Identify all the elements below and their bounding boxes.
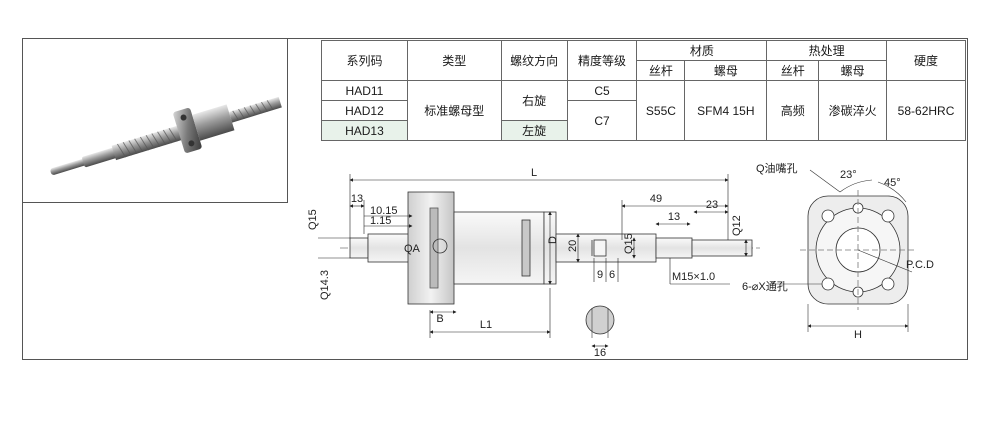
label-QA: QA	[404, 243, 421, 255]
cell-direction-left: 左旋	[500, 120, 568, 141]
label-pcd: P.C.D	[906, 259, 934, 271]
header-precision-grade: 精度等级	[566, 40, 638, 81]
spec-table: 系列码 类型 螺纹方向 精度等级 材质 热处理 硬度 丝杆 螺母 丝杆 螺母 H…	[321, 40, 966, 141]
header-series-code: 系列码	[321, 40, 408, 81]
side-view	[340, 191, 760, 305]
label-H: H	[854, 329, 862, 341]
cell-hardness-value: 58-62HRC	[886, 80, 966, 141]
label-1-15: 1.15	[370, 215, 391, 227]
header-thread-direction: 螺纹方向	[500, 40, 568, 81]
label-L: L	[531, 167, 537, 179]
label-13-top: 13	[351, 193, 363, 205]
label-49: 49	[650, 193, 662, 205]
label-23: 23	[706, 199, 718, 211]
row-code-had13: HAD13	[321, 120, 408, 141]
label-Q15-left: Q15	[307, 209, 319, 230]
label-9: 9	[597, 269, 603, 281]
label-oil-hole: Q油嘴孔	[756, 161, 798, 175]
label-10-15: 10.15	[370, 205, 398, 217]
section-view: 16	[585, 305, 615, 359]
cell-direction-right: 右旋	[500, 80, 568, 121]
cell-screw-heat: 高频	[766, 80, 820, 141]
label-20: 20	[567, 240, 579, 252]
cell-nut-material: SFM4 15H	[684, 80, 768, 141]
ball-screw-photo	[50, 96, 282, 175]
header-heat-nut: 螺母	[818, 60, 888, 81]
outer-frame	[22, 38, 968, 360]
dimension-lines	[318, 174, 748, 338]
label-16: 16	[594, 347, 606, 359]
header-type: 类型	[406, 40, 502, 81]
product-photo-box	[22, 38, 288, 203]
label-B: B	[436, 313, 443, 325]
cell-nut-heat: 渗碳淬火	[818, 80, 888, 141]
label-angle-45: 45°	[884, 177, 901, 189]
label-6: 6	[609, 269, 615, 281]
cell-type-value: 标准螺母型	[406, 80, 502, 141]
label-Q12: Q12	[731, 215, 743, 236]
label-angle-23: 23°	[840, 169, 857, 181]
header-hardness: 硬度	[886, 40, 966, 81]
label-D: D	[547, 236, 559, 244]
label-through-hole: 6-⌀X通孔	[742, 280, 788, 293]
label-M15: M15×1.0	[672, 271, 715, 283]
header-heat-treatment: 热处理	[766, 40, 888, 61]
row-code-had11: HAD11	[321, 80, 408, 101]
end-view-labels: Q油嘴孔 23° 45° P.C.D 6-⌀X通孔 H	[742, 161, 934, 341]
cell-grade-c7: C7	[566, 100, 638, 141]
technical-drawing: L 13 10.15 1.15 Q15 Q14.3 QA D 20 B L1 4…	[307, 161, 934, 359]
row-code-had12: HAD12	[321, 100, 408, 121]
header-heat-screw: 丝杆	[766, 60, 820, 81]
header-material-nut: 螺母	[684, 60, 768, 81]
label-L1: L1	[480, 319, 492, 331]
cell-screw-material: S55C	[636, 80, 686, 141]
label-Q15-right: Q15	[623, 233, 635, 254]
drawing-labels: L 13 10.15 1.15 Q15 Q14.3 QA D 20 B L1 4…	[307, 167, 743, 331]
cell-grade-c5: C5	[566, 80, 638, 101]
header-material: 材质	[636, 40, 768, 61]
label-13-right: 13	[668, 211, 680, 223]
end-view	[768, 169, 916, 332]
header-material-screw: 丝杆	[636, 60, 686, 81]
label-Q14-3: Q14.3	[319, 270, 331, 300]
